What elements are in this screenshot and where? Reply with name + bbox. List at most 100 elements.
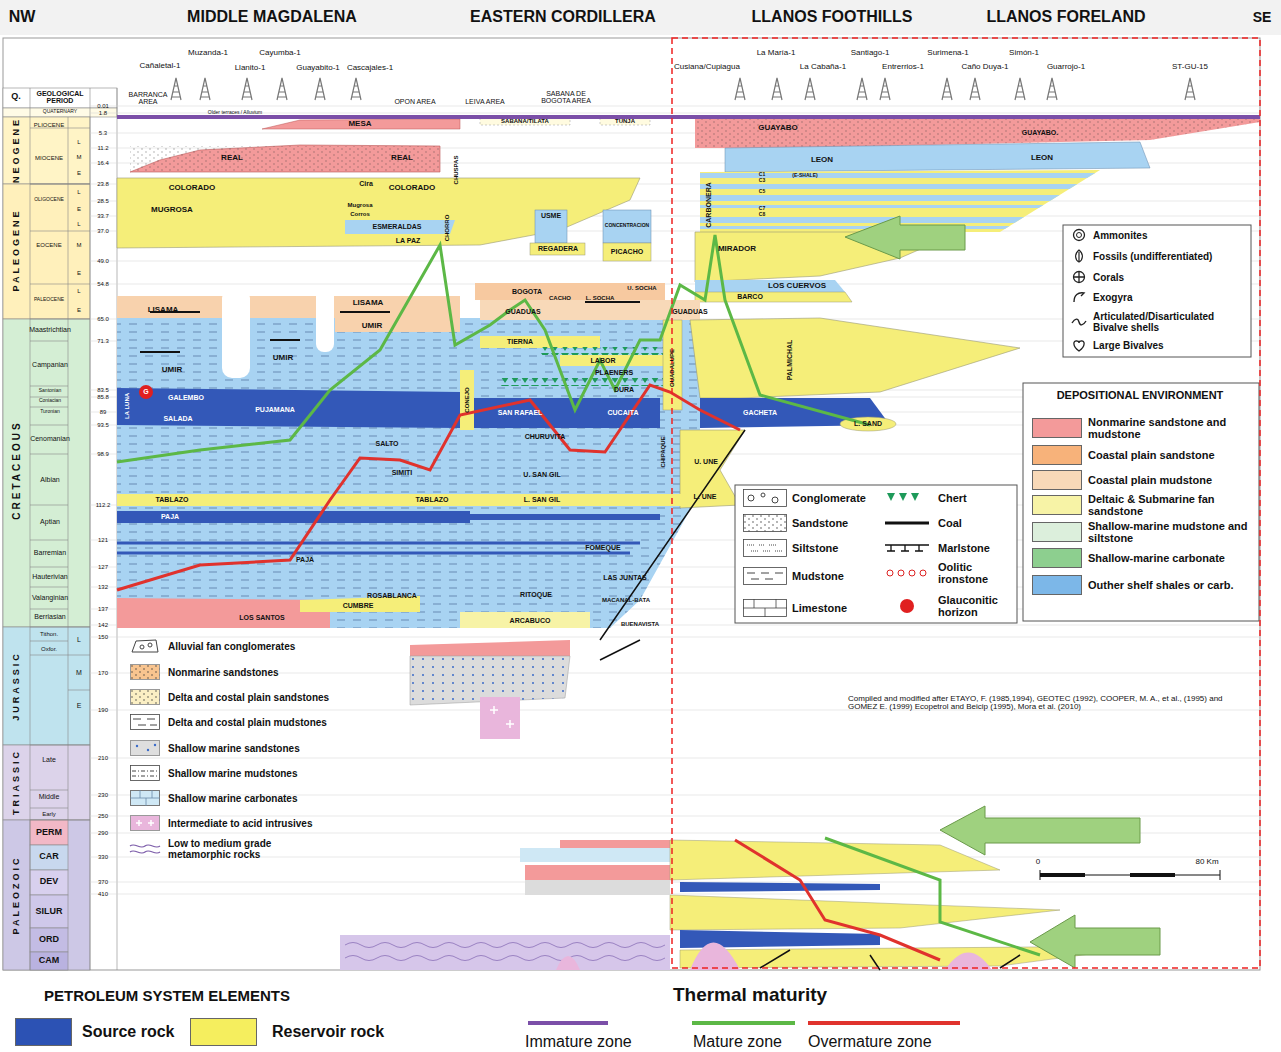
well-icon — [805, 78, 815, 100]
chart-label: L — [77, 139, 80, 145]
chart-label: COLORADO — [169, 184, 216, 192]
chart-label: Santonian — [39, 388, 62, 393]
chart-label: LOS CUERVOS — [768, 282, 826, 290]
legend-symbol — [885, 598, 929, 614]
chart-label: E — [77, 307, 81, 313]
legend-label: Delta and costal plain sandstones — [168, 692, 333, 703]
chart-label: G — [143, 388, 148, 395]
chart-label: QUATERNARY — [43, 109, 77, 114]
chart-label: LA LUNA — [124, 393, 130, 419]
chart-label: Middle — [39, 793, 60, 800]
legend-label: Shallow marine mudstones — [168, 768, 333, 779]
chart-label: 33.7 — [97, 213, 109, 219]
chart-label: TUNJA — [615, 118, 635, 124]
chart-label: REAL — [221, 154, 243, 162]
chart-label: TIERNA — [507, 338, 533, 345]
chart-label: 83.5 — [97, 387, 109, 393]
chart-label: PALEOZOIC — [12, 856, 21, 935]
chart-label: 330 — [98, 854, 108, 860]
chart-label: PAJA — [296, 556, 314, 563]
chart-label: MACANAL-BATA — [602, 597, 650, 603]
chart-label: Llanito-1 — [235, 64, 266, 72]
chart-label: Cascajales-1 — [347, 64, 393, 72]
chart-label: C1 — [759, 172, 765, 177]
chart-label: MESA — [348, 120, 371, 128]
well-icon — [315, 78, 325, 100]
legend-symbol — [885, 541, 929, 555]
chart-label: 121 — [98, 537, 108, 543]
chart-label: LABOR — [591, 357, 616, 364]
legend-symbol — [885, 491, 929, 505]
chart-label: PERM — [36, 828, 62, 837]
legend-symbol — [130, 714, 160, 730]
legend-label: Large Bivalves — [1093, 340, 1248, 351]
chart-label: GACHETA — [743, 409, 777, 416]
chart-label: Maastrichtian — [29, 326, 71, 333]
legend-label: Shallow marine sandstones — [168, 743, 333, 754]
chart-label: OPON AREA — [394, 98, 435, 105]
chart-label: 290 — [98, 830, 108, 836]
chart-label: ORD — [39, 935, 59, 944]
chart-label: La María-1 — [757, 49, 796, 57]
chart-label: SIMITI — [392, 469, 413, 476]
chart-label: Caño Duya-1 — [961, 63, 1008, 71]
well-icon — [351, 78, 361, 100]
legend-label: Delta and costal plain mudstones — [168, 717, 333, 728]
legend-label: Articulated/Disarticulated Bivalve shell… — [1093, 311, 1248, 333]
chart-label: 93.5 — [97, 422, 109, 428]
chart-label: 0.01 — [97, 103, 109, 109]
chart-label: E — [77, 206, 81, 212]
age-gridline — [90, 710, 1260, 711]
chart-label: C8 — [759, 212, 765, 217]
chart-label: SALADA — [163, 415, 192, 422]
chart-label: Berriasian — [34, 613, 66, 620]
legend-label: Mudstone — [792, 570, 882, 582]
chart-label: Guarrojo-1 — [1047, 63, 1085, 71]
legend-label: Nonmarine sandstone and mudstone — [1088, 416, 1253, 440]
chart-label: PLAENERS — [595, 369, 633, 376]
chart-label: GUAYABO. — [1022, 129, 1058, 136]
chart-label: L — [77, 288, 80, 294]
chart-label: M — [77, 154, 82, 160]
legend-label: Coal — [938, 517, 1013, 529]
chart-label: Cusiana/Cupiagua — [674, 63, 740, 71]
chart-label: Coniacian — [39, 398, 61, 403]
chart-label: LEON — [1031, 154, 1053, 162]
chart-label: Late — [42, 756, 56, 763]
legend-label: Sandstone — [792, 517, 882, 529]
legend-symbol — [130, 790, 160, 806]
chart-label: L. SAND — [854, 420, 882, 427]
chart-label: Aptian — [40, 518, 60, 525]
legend-label: Reservoir rock — [272, 1023, 402, 1041]
chart-label: 127 — [98, 564, 108, 570]
legend-label: Immature zone — [525, 1033, 675, 1051]
chart-label: LA PAZ — [396, 237, 421, 244]
chart-label: M — [76, 669, 82, 676]
chart-label: GALEMBO — [168, 394, 204, 401]
legend-symbol — [1072, 290, 1086, 304]
legend-symbol — [1072, 270, 1086, 284]
chart-label: CHIPAQUE — [660, 436, 666, 467]
chart-label: CRETACEOUS — [12, 420, 23, 519]
well-icon — [857, 78, 867, 100]
chart-label: 137 — [98, 606, 108, 612]
legend-symbol — [130, 765, 160, 781]
chart-label: CONCENTRACION — [605, 223, 649, 228]
chart-label: CAM — [39, 956, 60, 965]
chart-label: ST-GU-15 — [1172, 63, 1208, 71]
chart-label: U. UNE — [694, 458, 718, 465]
legend-swatch — [1032, 418, 1082, 438]
chart-label: ROSABLANCA — [367, 592, 417, 599]
legend-swatch — [1032, 495, 1082, 515]
chart-label: SABANA/TILATA — [501, 118, 549, 124]
chart-label: UMIR — [162, 366, 182, 374]
chart-label: Cañaletal-1 — [140, 62, 181, 70]
well-icon — [1185, 78, 1195, 100]
age-gridline — [90, 816, 1260, 817]
age-gridline — [90, 894, 1260, 895]
chart-label: Cira — [359, 180, 373, 187]
chart-label: BARRANCA AREA — [123, 91, 173, 106]
chart-label: GUADUAS — [505, 308, 540, 315]
chart-label: UMIR — [273, 354, 293, 362]
chart-label: 410 — [98, 891, 108, 897]
